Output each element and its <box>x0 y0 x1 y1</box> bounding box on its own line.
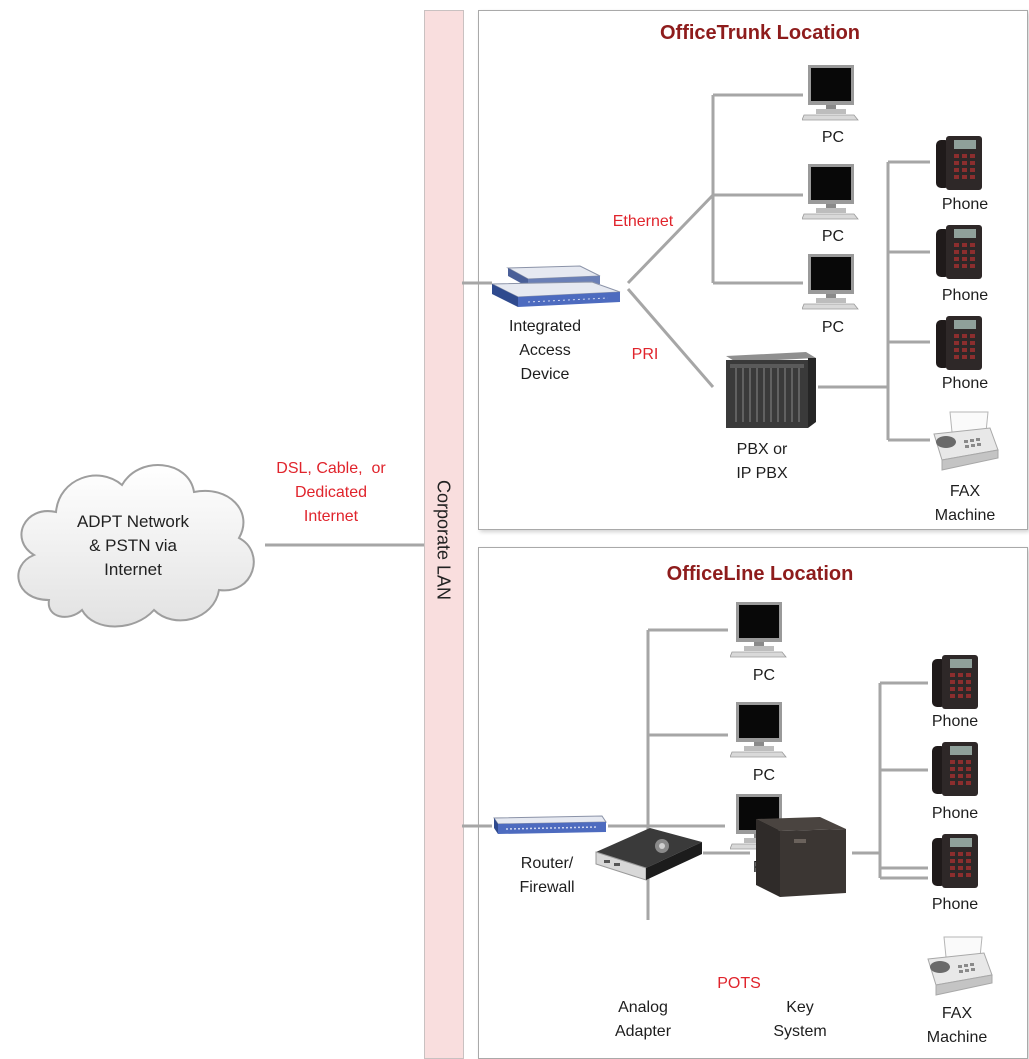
phone-icon <box>932 223 990 281</box>
wan-link-label: DSL, Cable, or Dedicated Internet <box>276 460 386 525</box>
pc-icon <box>730 600 788 658</box>
key-system-label: Key System <box>773 999 827 1040</box>
pc-label: PC <box>821 319 845 336</box>
pri-label: PRI <box>631 346 659 363</box>
officetrunk-title: OfficeTrunk Location <box>659 22 861 44</box>
fax-label: FAX Machine <box>926 1005 988 1046</box>
phone-icon <box>928 740 986 798</box>
pc-icon <box>802 162 860 220</box>
phone-label: Phone <box>931 713 979 730</box>
cloud-label: ADPT Network & PSTN via Internet <box>76 512 190 579</box>
pc-label: PC <box>752 667 776 684</box>
analog-adapter-icon <box>590 818 706 884</box>
pc-label: PC <box>821 129 845 146</box>
pri-line <box>626 288 715 388</box>
router-firewall-icon <box>492 814 608 838</box>
pots-label: POTS <box>717 975 761 992</box>
phone-icon <box>932 314 990 372</box>
router-label: Router/ Firewall <box>519 855 575 896</box>
analog-adapter-label: Analog Adapter <box>614 999 672 1040</box>
key-system-icon <box>750 815 852 899</box>
adpt-network-cloud <box>4 450 266 640</box>
phone-label: Phone <box>941 287 989 304</box>
phone-icon <box>932 134 990 192</box>
pbx-label: PBX or IP PBX <box>736 441 788 482</box>
pc-icon <box>802 252 860 310</box>
fax-label: FAX Machine <box>934 483 996 524</box>
phone-label: Phone <box>931 896 979 913</box>
pbx-icon <box>716 350 820 430</box>
phone-label: Phone <box>941 375 989 392</box>
ethernet-label: Ethernet <box>612 213 674 230</box>
phone-icon <box>928 653 986 711</box>
phone-label: Phone <box>931 805 979 822</box>
pc-icon <box>730 700 788 758</box>
pc-label: PC <box>752 767 776 784</box>
ethernet-line <box>626 193 715 285</box>
pc-icon <box>802 63 860 121</box>
fax-machine-icon <box>930 410 1000 472</box>
officeline-title: OfficeLine Location <box>666 563 854 585</box>
integrated-access-device-icon <box>488 262 628 308</box>
fax-machine-icon <box>924 935 994 997</box>
pc-label: PC <box>821 228 845 245</box>
iad-label: Integrated Access Device <box>508 318 582 383</box>
phone-label: Phone <box>941 196 989 213</box>
phone-icon <box>928 832 986 890</box>
